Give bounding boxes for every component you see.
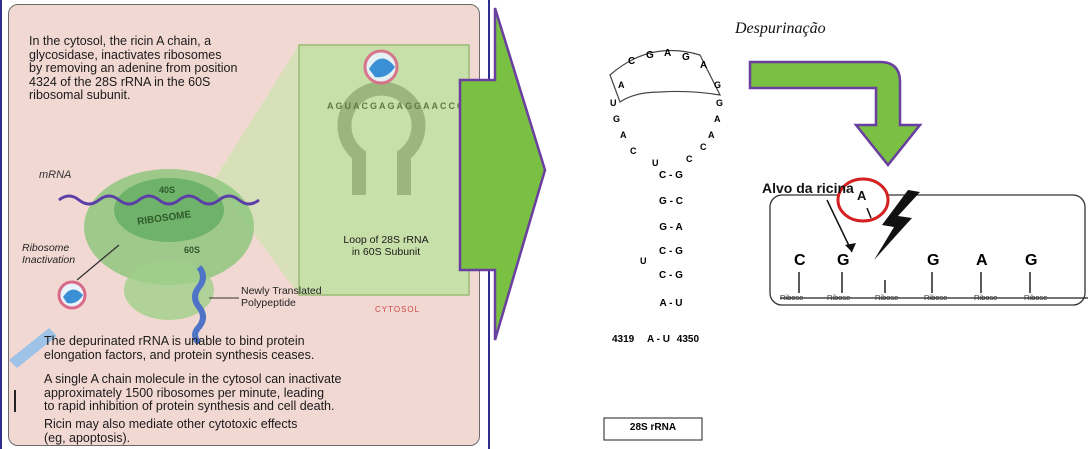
loop-base: A	[620, 130, 627, 140]
intro-line: ribosomal subunit.	[29, 88, 131, 102]
intro-line: 4324 of the 28S rRNA in the 60S	[29, 74, 211, 89]
big-green-arrow	[458, 7, 547, 341]
loop-base: G	[613, 114, 621, 124]
para-line: to rapid inhibition of protein synthesis…	[44, 399, 335, 413]
cleaved-bond	[866, 207, 872, 219]
base-letter: G	[837, 252, 850, 269]
loop-base: C	[628, 56, 636, 67]
loop-base: G	[714, 80, 722, 90]
target-box	[769, 194, 1086, 306]
loop-base: C	[700, 142, 707, 152]
loop-base: U	[652, 158, 659, 168]
loop-base: U	[610, 98, 617, 108]
alvo-da-ricina-label: Alvo da ricina	[762, 180, 854, 196]
inactivation-arrow	[76, 244, 120, 281]
base-pair: C - G	[659, 270, 683, 281]
base-letter: G	[1025, 252, 1038, 269]
despurinacao-title: Despurinação	[735, 20, 826, 37]
paragraph-rate: A single A chain molecule in the cytosol…	[44, 372, 342, 414]
rrna-hairpin	[337, 81, 426, 195]
margin-mark	[14, 390, 16, 412]
lightning-icon	[874, 190, 920, 260]
target-circle	[836, 177, 890, 223]
rrna-diagram	[603, 49, 1088, 441]
loop-base: A	[618, 80, 625, 90]
polypeptide-label: Newly Translated Polypeptide	[241, 285, 322, 309]
ricin-mechanism-panel: In the cytosol, the ricin A chain, a gly…	[8, 4, 480, 446]
loop-base: A	[700, 60, 708, 71]
mrna-label: mRNA	[39, 169, 72, 181]
intro-line: glycosidase, inactivates ribosomes	[29, 47, 222, 62]
base-letter: G	[927, 252, 940, 269]
ricin-protein-icon-2	[63, 289, 83, 304]
base-pair: C - G	[659, 170, 683, 181]
position-4319: 4319	[612, 334, 635, 345]
ribose-label: Ribose	[974, 293, 998, 302]
curved-green-arrow	[748, 60, 923, 168]
base-pair: G - C	[659, 196, 683, 207]
base-pair: A - U	[647, 334, 670, 345]
caption-line: Loop of 28S rRNA	[343, 234, 429, 246]
loop-base: G	[646, 50, 654, 61]
para-line: Ricin may also mediate other cytotoxic e…	[44, 417, 298, 431]
ribosome-illustration	[9, 44, 470, 368]
cytosol-label: CYTOSOL	[375, 305, 421, 314]
base-pair: A - U	[659, 298, 683, 309]
ribose-label: Ribose	[780, 293, 804, 302]
loop-sequence: AGUACGAGAGGAACCGCA	[327, 101, 480, 111]
polypeptide-chain	[192, 265, 206, 346]
ribose-label: Ribose	[1024, 293, 1048, 302]
target-sequence: C G G A G	[770, 252, 1080, 276]
label-line: Newly Translated	[241, 285, 322, 297]
bottom-pair-row: 4319 A - U 4350	[612, 334, 699, 345]
loop-base: C	[630, 146, 637, 156]
para-line: The depurinated rRNA is unable to bind p…	[44, 334, 305, 348]
ribosome-inactivation-label: Ribosome Inactivation	[22, 242, 76, 266]
para-line: elongation factors, and protein synthesi…	[44, 347, 315, 362]
intro-line: by removing an adenine from position	[29, 61, 238, 75]
60s-label: 60S	[184, 245, 201, 255]
intro-text: In the cytosol, the ricin A chain, a gly…	[29, 34, 238, 103]
loop-base: G	[716, 98, 724, 108]
base-pair: G - A	[659, 222, 683, 233]
loop-base: A	[708, 130, 715, 140]
ribosome-body	[124, 260, 214, 320]
ribose-label: Ribose	[827, 293, 851, 302]
ribosome-small-subunit	[114, 178, 224, 242]
target-pointer	[826, 199, 853, 253]
para-line: (eg, apoptosis).	[44, 430, 131, 445]
rrna-label: 28S rRNA	[629, 422, 677, 433]
caption-line: in 60S Subunit	[351, 245, 421, 258]
40s-label: 40S	[159, 185, 176, 195]
blue-arrow	[9, 328, 57, 368]
pointer-head	[845, 243, 856, 252]
label-line: Ribosome	[22, 242, 70, 254]
position-4350: 4350	[676, 334, 700, 345]
arrow-shape	[458, 7, 547, 341]
bulge-base: U	[640, 256, 647, 266]
loop-base: A	[664, 48, 672, 59]
para-line: approximately 1500 ribosomes per minute,…	[44, 385, 325, 400]
loop-caption: Loop of 28S rRNA in 60S Subunit	[321, 234, 451, 258]
paragraph-depurination: The depurinated rRNA is unable to bind p…	[44, 334, 315, 362]
target-adenine: A	[857, 188, 867, 203]
base-letter: A	[976, 252, 988, 269]
ribose-label: Ribose	[924, 293, 948, 302]
base-letter: C	[794, 252, 806, 269]
loop-base: G	[682, 52, 690, 63]
ricin-protein-icon	[369, 58, 395, 78]
loop-base: C	[686, 154, 693, 164]
para-line: A single A chain molecule in the cytosol…	[44, 372, 342, 386]
loop-base: A	[714, 114, 721, 124]
ribose-label: Ribose	[875, 293, 899, 302]
mrna-strand	[58, 194, 260, 206]
label-line: Polypeptide	[241, 296, 296, 309]
rrna-box	[603, 417, 703, 441]
paragraph-apoptosis: Ricin may also mediate other cytotoxic e…	[44, 417, 298, 445]
label-line: Inactivation	[22, 253, 76, 266]
intro-line: In the cytosol, the ricin A chain, a	[29, 34, 212, 48]
loop-top-box	[609, 49, 722, 103]
base-pair: C - G	[659, 246, 683, 257]
